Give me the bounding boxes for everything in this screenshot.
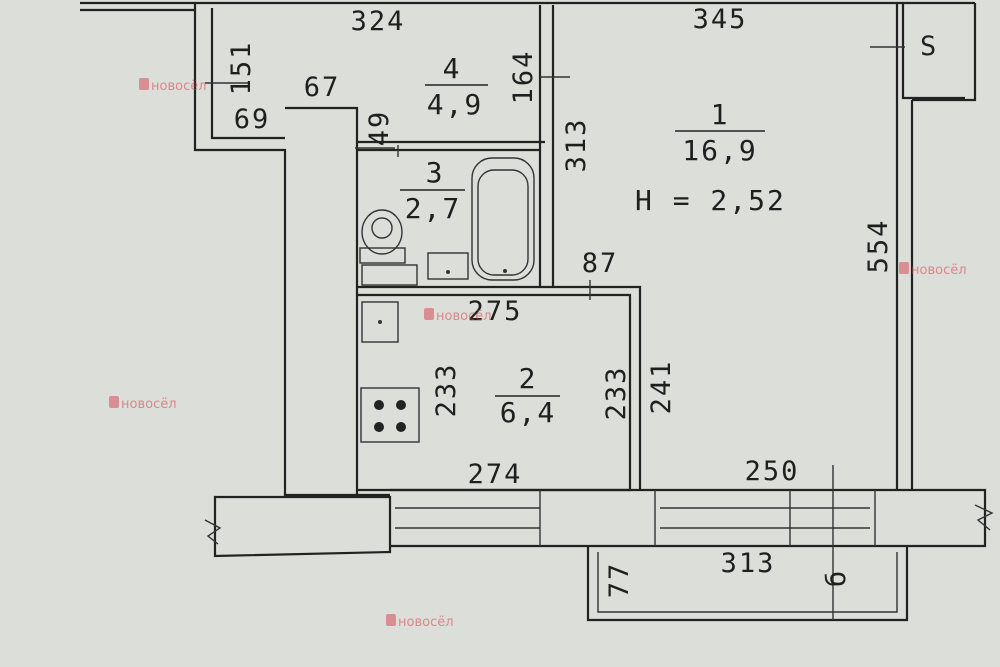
dim-top-left-width: 324 [351,6,406,37]
dim-room1-bottom: 250 [745,456,800,487]
dim-door-49: 49 [364,110,395,147]
dim-kitchen-right: 233 [601,366,632,421]
dim-balcony-depth: 77 [604,562,635,599]
kitchen-sink [361,301,399,343]
dim-door-87: 87 [582,248,619,279]
dim-bath-side: 313 [561,118,592,173]
dim-closet-depth: 69 [234,104,271,135]
mark-top-right: S [920,31,938,62]
dim-kitchen-side-241: 241 [646,360,677,415]
ceiling-height: Н = 2,52 [635,184,786,217]
dim-room4-side: 164 [508,50,539,105]
room-labels: 4 4,9 1 16,9 3 2,7 2 6,4 Н = 2,52 [400,52,786,429]
room-4-area: 4,9 [427,88,484,121]
room-2-area: 6,4 [500,396,557,429]
dim-kitchen-left: 233 [431,363,462,418]
watermark-logo: новосёл [899,262,967,278]
dim-room1-height: 554 [863,219,894,274]
room-1-area: 16,9 [682,134,757,167]
stove [360,387,420,443]
room-3-area: 2,7 [405,192,462,225]
room-2-number: 2 [519,362,538,395]
room-1-number: 1 [711,98,730,131]
svg-text:новосёл: новосёл [436,309,492,324]
mark-balcony-right: б [821,569,852,587]
sink [361,252,469,286]
svg-text:новосёл: новосёл [121,397,177,412]
svg-text:новосёл: новосёл [398,615,454,630]
walls [80,1,994,622]
watermark-logo: новосёл [109,396,177,412]
svg-text:новосёл: новосёл [151,79,207,94]
dim-balcony-width: 313 [721,548,776,579]
dim-kitchen-bottom: 274 [468,459,523,490]
dim-kitchen-top: 275 [468,296,523,327]
dimension-labels: 324 345 69 67 87 275 274 250 313 151 49 … [226,4,938,599]
bathtub [471,157,535,281]
watermarks: новосёл новосёл новосёл новосёл новосёл [109,78,967,630]
toilet [359,209,406,264]
dim-closet-side: 151 [226,41,257,96]
watermark-logo: новосёл [139,78,207,94]
watermark-logo: новосёл [386,614,454,630]
dimension-ticks [205,46,905,300]
svg-text:новосёл: новосёл [911,263,967,278]
room-3-number: 3 [426,156,445,189]
watermark-logo: новосёл [424,308,492,324]
dim-wall-segment: 67 [304,72,341,103]
room-4-number: 4 [443,52,462,85]
dim-top-right-width: 345 [693,4,748,35]
